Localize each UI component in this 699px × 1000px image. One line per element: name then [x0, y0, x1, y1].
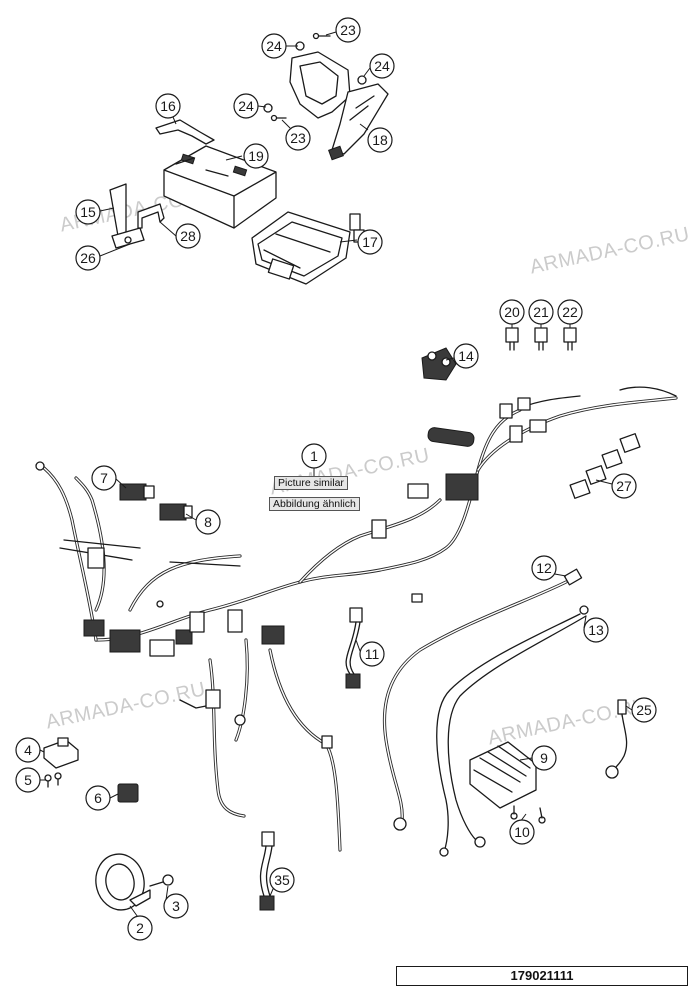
callout-4: 4: [15, 737, 41, 763]
svg-text:19: 19: [248, 148, 264, 164]
main-wiring-harness: [35, 386, 678, 852]
callout-23-mid: 23: [285, 125, 311, 151]
callout-12: 12: [531, 555, 557, 581]
svg-text:17: 17: [362, 234, 378, 250]
svg-text:4: 4: [24, 742, 32, 758]
svg-text:23: 23: [290, 130, 306, 146]
callout-2: 2: [127, 915, 153, 941]
part-number-box: 179021111: [396, 966, 688, 986]
svg-text:18: 18: [372, 132, 388, 148]
callout-16: 16: [155, 93, 181, 119]
voltage-regulator: [469, 741, 546, 824]
battery-holder-strap: [155, 119, 215, 145]
screws-5: [44, 772, 62, 788]
relay-holder-4: [43, 737, 79, 769]
svg-text:25: 25: [636, 702, 652, 718]
svg-text:22: 22: [562, 304, 578, 320]
svg-text:21: 21: [533, 304, 549, 320]
note-picture-similar: Picture similar: [274, 476, 348, 490]
callout-23-top: 23: [335, 17, 361, 43]
svg-text:23: 23: [340, 22, 356, 38]
callout-17: 17: [357, 229, 383, 255]
svg-text:11: 11: [365, 646, 380, 662]
callout-11: 11: [359, 641, 385, 667]
svg-text:27: 27: [616, 478, 632, 494]
callout-21: 21: [528, 299, 554, 325]
callout-24-mid: 24: [233, 93, 259, 119]
svg-text:1: 1: [310, 448, 318, 464]
svg-text:35: 35: [274, 872, 290, 888]
svg-text:9: 9: [540, 750, 548, 766]
callout-3: 3: [163, 893, 189, 919]
callout-27: 27: [611, 473, 637, 499]
relay-bracket: [263, 32, 389, 161]
svg-text:14: 14: [458, 348, 474, 364]
connector-8: [159, 503, 193, 521]
callout-5: 5: [15, 767, 41, 793]
callout-25: 25: [631, 697, 657, 723]
horn: [95, 853, 151, 911]
starter-relay: [421, 347, 457, 381]
callout-10: 10: [509, 819, 535, 845]
svg-text:7: 7: [100, 470, 108, 486]
callout-8: 8: [195, 509, 221, 535]
callout-18: 18: [367, 127, 393, 153]
callout-24-right: 24: [369, 53, 395, 79]
svg-text:2: 2: [136, 920, 144, 936]
callout-9: 9: [531, 745, 557, 771]
svg-text:24: 24: [374, 58, 390, 74]
svg-text:20: 20: [504, 304, 520, 320]
svg-text:12: 12: [536, 560, 552, 576]
svg-text:16: 16: [160, 98, 176, 114]
callout-28: 28: [175, 223, 201, 249]
connector-7: [119, 483, 155, 501]
fuse-set: [505, 327, 577, 351]
callout-14: 14: [453, 343, 479, 369]
svg-text:26: 26: [80, 250, 96, 266]
callout-15: 15: [75, 199, 101, 225]
connector-6: [117, 783, 139, 803]
horn-bolt: [149, 874, 174, 887]
svg-text:10: 10: [514, 824, 530, 840]
svg-text:3: 3: [172, 898, 180, 914]
svg-text:24: 24: [238, 98, 254, 114]
mounting-bracket: [109, 183, 165, 249]
callout-19: 19: [243, 143, 269, 169]
svg-text:28: 28: [180, 228, 196, 244]
callout-13: 13: [583, 617, 609, 643]
callout-35: 35: [269, 867, 295, 893]
sensor-cable-25: [605, 699, 628, 779]
battery-box: [251, 211, 365, 285]
callout-22: 22: [557, 299, 583, 325]
relay-set: [569, 433, 641, 499]
callout-7: 7: [91, 465, 117, 491]
note-abbildung-aehnlich: Abbildung ähnlich: [269, 497, 360, 511]
cable-12: [382, 568, 583, 831]
cable-11: [345, 607, 363, 689]
callout-20: 20: [499, 299, 525, 325]
svg-text:24: 24: [266, 38, 282, 54]
callout-26: 26: [75, 245, 101, 271]
callout-1: 1: [301, 443, 327, 469]
svg-text:6: 6: [94, 790, 102, 806]
cable-35: [259, 831, 275, 911]
callout-6: 6: [85, 785, 111, 811]
svg-text:13: 13: [588, 622, 604, 638]
callout-24-left: 24: [261, 33, 287, 59]
svg-text:5: 5: [24, 772, 32, 788]
svg-text:8: 8: [204, 514, 212, 530]
cable-13: [436, 605, 589, 857]
svg-text:15: 15: [80, 204, 96, 220]
battery: [163, 145, 277, 229]
